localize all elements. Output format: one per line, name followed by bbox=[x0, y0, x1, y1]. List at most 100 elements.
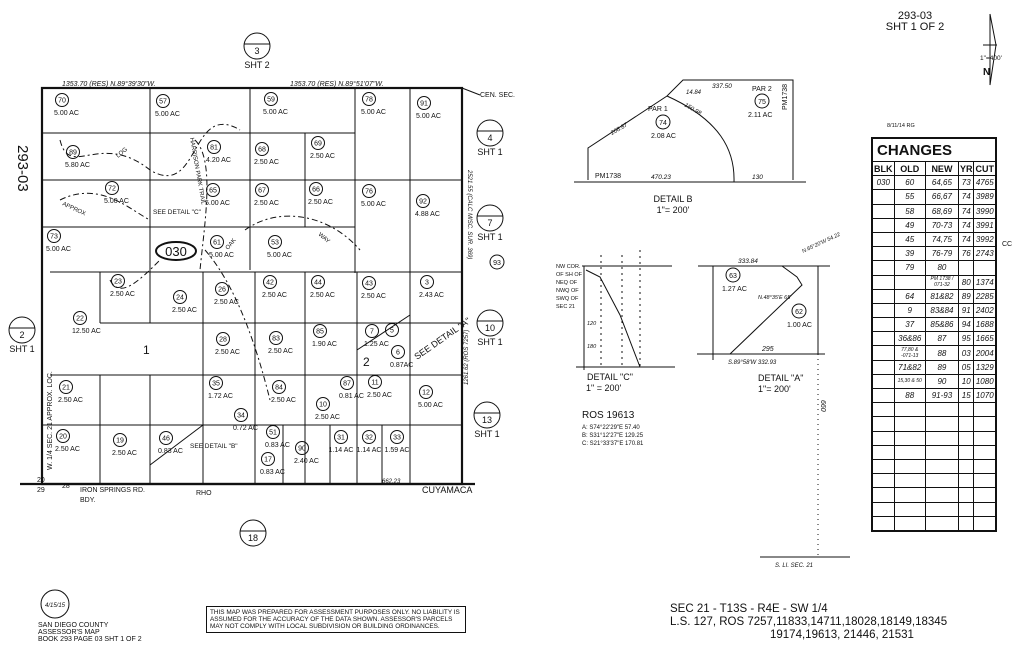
table-cell: 79 bbox=[893, 260, 926, 276]
parcel[interactable]: 832.50 AC bbox=[268, 331, 293, 356]
parcel[interactable]: 71.25 AC bbox=[364, 324, 389, 349]
parcel[interactable]: 902.40 AC bbox=[294, 441, 319, 466]
parcel[interactable]: 510.83 AC bbox=[265, 425, 290, 450]
parcel[interactable]: 682.50 AC bbox=[254, 142, 279, 167]
parcel[interactable]: 595.00 AC bbox=[263, 92, 288, 117]
sheet-ref-number: 13 bbox=[482, 415, 492, 425]
parcel[interactable]: 212.50 AC bbox=[58, 380, 83, 405]
parcel-number: 65 bbox=[209, 188, 217, 195]
parcel[interactable]: 321.14 AC bbox=[357, 430, 382, 455]
parcel[interactable]: 725.00 AC bbox=[104, 181, 129, 206]
parcel-acreage: 2.50 AC bbox=[172, 307, 197, 314]
parcel-acreage: 5.00 AC bbox=[155, 111, 180, 118]
table-cell bbox=[973, 515, 997, 532]
parcel-circle bbox=[416, 194, 430, 208]
parcel[interactable]: 32.43 AC bbox=[419, 275, 444, 300]
parcel[interactable]: 662.50 AC bbox=[308, 182, 333, 207]
parcel[interactable]: 895.80 AC bbox=[65, 145, 90, 170]
parcel[interactable]: 915.00 AC bbox=[416, 96, 441, 121]
table-cell: 3989 bbox=[973, 189, 997, 205]
parcel-acreage: 4.20 AC bbox=[206, 157, 231, 164]
parcel[interactable]: 870.81 AC bbox=[339, 376, 364, 401]
table-row bbox=[871, 501, 997, 517]
sheet-ref-93[interactable]: 93 bbox=[489, 254, 505, 270]
parcel-acreage: 2.50 AC bbox=[367, 392, 392, 399]
parcel[interactable]: 672.50 AC bbox=[254, 183, 279, 208]
parcel[interactable]: 842.50 AC bbox=[271, 380, 296, 405]
parcel[interactable]: 705.00 AC bbox=[54, 93, 79, 118]
parcel[interactable]: 202.50 AC bbox=[55, 429, 80, 454]
table-cell: 4765 bbox=[973, 175, 997, 191]
parcel[interactable]: 735.00 AC bbox=[46, 229, 71, 254]
parcel-acreage: 5.00 AC bbox=[54, 110, 79, 117]
parcel[interactable]: 242.50 AC bbox=[172, 290, 197, 315]
east-boundary-label: 2521.55 (CALC MISC. SUR. 369) bbox=[466, 169, 472, 259]
parcel[interactable]: 535.00 AC bbox=[267, 235, 292, 260]
parcel[interactable]: 460.83 AC bbox=[158, 431, 183, 456]
parcel[interactable]: 765.00 AC bbox=[361, 184, 386, 209]
parcel[interactable]: 340.72 AC bbox=[233, 408, 258, 433]
table-cell: 76 bbox=[957, 246, 975, 262]
table-cell: 74 bbox=[957, 231, 975, 248]
parcel[interactable]: 192.50 AC bbox=[112, 433, 137, 458]
parcel-number: 32 bbox=[365, 435, 373, 442]
parcel[interactable]: 785.00 AC bbox=[361, 92, 386, 117]
parcel[interactable]: 125.00 AC bbox=[418, 385, 443, 410]
parcel[interactable]: 262.50 AC bbox=[214, 282, 239, 307]
parcel-acreage: 0.72 AC bbox=[233, 425, 258, 432]
parcel[interactable]: 102.50 AC bbox=[315, 397, 340, 422]
parcel-acreage: 2.50 AC bbox=[55, 446, 80, 453]
parcel[interactable]: 5 bbox=[385, 323, 399, 337]
parcel[interactable]: 442.50 AC bbox=[310, 275, 335, 300]
sheet-ref-circle bbox=[243, 32, 271, 60]
parcel[interactable]: 851.90 AC bbox=[312, 324, 337, 349]
parcel-acreage: 5.00 AC bbox=[267, 252, 292, 259]
parcel[interactable]: 282.50 AC bbox=[215, 332, 240, 357]
north-label: N bbox=[983, 67, 990, 78]
table-cell: 37 bbox=[893, 317, 926, 333]
table-cell: 2004 bbox=[973, 345, 997, 361]
parcel[interactable]: 232.50 AC bbox=[110, 274, 135, 299]
parcel-circle bbox=[313, 324, 327, 338]
scale-label: 1"=400' bbox=[980, 55, 1002, 62]
parcel[interactable]: 112.50 AC bbox=[367, 375, 392, 400]
parcel[interactable]: 924.88 AC bbox=[415, 194, 440, 219]
detail-c-note-line: OF SH OF bbox=[556, 272, 583, 278]
parcel[interactable]: 575.00 AC bbox=[155, 94, 180, 119]
parcel-number: 92 bbox=[419, 199, 427, 206]
parcel[interactable]: 422.50 AC bbox=[262, 275, 287, 300]
parcel[interactable]: 60.87AC bbox=[390, 345, 413, 370]
parcel[interactable]: 814.20 AC bbox=[206, 140, 231, 165]
parcel-circle bbox=[47, 229, 61, 243]
parcel-number: 84 bbox=[275, 385, 283, 392]
parcel[interactable]: 432.50 AC bbox=[361, 276, 386, 301]
table-cell bbox=[871, 458, 895, 475]
parcel-number: 26 bbox=[218, 287, 226, 294]
parcel[interactable]: 311.14 AC bbox=[329, 430, 354, 455]
parcel[interactable]: 692.50 AC bbox=[310, 136, 335, 161]
corner-label: 28 bbox=[62, 483, 70, 490]
parcel[interactable]: 351.72 AC bbox=[208, 376, 233, 401]
parcel[interactable]: 331.59 AC bbox=[385, 430, 410, 455]
parcel[interactable]: 655.00 AC bbox=[205, 183, 230, 208]
disclaimer-box: THIS MAP WAS PREPARED FOR ASSESSMENT PUR… bbox=[206, 606, 466, 633]
dimension: 337.50 bbox=[712, 83, 732, 90]
table-cell: 81&82 bbox=[924, 288, 959, 304]
sheet-ref-18[interactable]: 18 bbox=[239, 519, 267, 547]
parcel[interactable]: 170.83 AC bbox=[260, 452, 285, 477]
parcel-circle bbox=[111, 274, 125, 288]
parcel[interactable]: 615.00 AC bbox=[209, 235, 234, 260]
detail-c-title: DETAIL "C" bbox=[587, 372, 633, 382]
